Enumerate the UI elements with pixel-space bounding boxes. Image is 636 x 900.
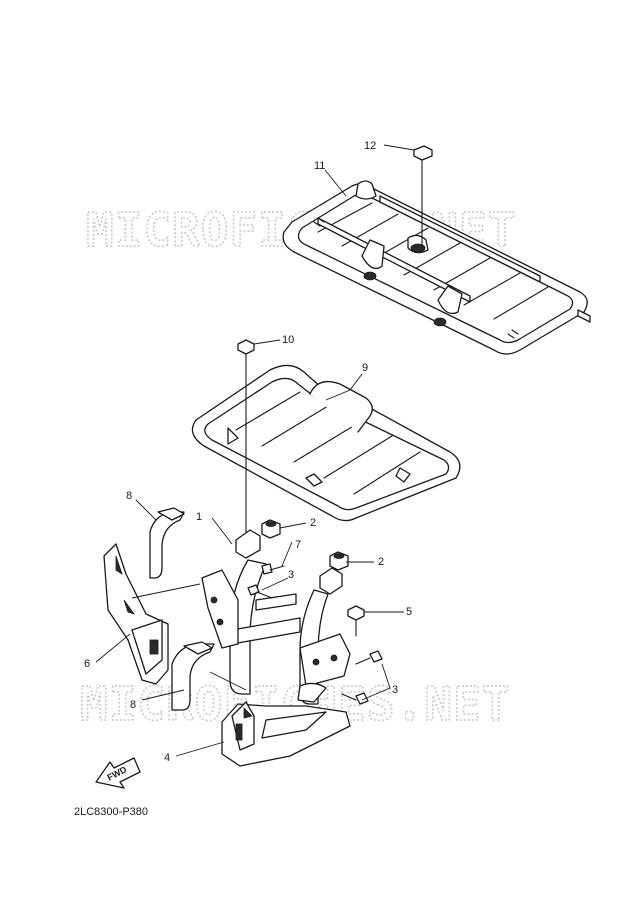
guard-4[interactable] xyxy=(221,682,351,767)
bolt-7[interactable] xyxy=(261,563,285,575)
guard-6[interactable] xyxy=(103,543,169,685)
callout-2-upper: 2 xyxy=(310,517,316,529)
bolt-3-right-b[interactable] xyxy=(341,692,369,705)
nut-2-upper[interactable] xyxy=(261,519,281,539)
callout-5: 5 xyxy=(406,606,412,618)
rear-carrier[interactable] xyxy=(282,180,591,355)
callout-12: 12 xyxy=(364,140,376,152)
fwd-arrow-icon: FWD xyxy=(95,757,141,789)
bracket-frame[interactable] xyxy=(201,529,351,705)
callout-9: 9 xyxy=(362,362,368,374)
callout-2-lower: 2 xyxy=(378,556,384,568)
leader-lines xyxy=(95,144,415,757)
bolt-3-upper[interactable] xyxy=(247,584,273,599)
callout-7: 7 xyxy=(295,539,301,551)
nut-2-lower[interactable] xyxy=(329,551,349,571)
bolt-3-right-a[interactable] xyxy=(355,650,383,665)
callout-4: 4 xyxy=(164,752,170,764)
callout-8-upper: 8 xyxy=(126,490,132,502)
bolt-12[interactable] xyxy=(413,145,433,249)
callout-3-upper: 3 xyxy=(288,569,294,581)
guard-8-upper[interactable] xyxy=(149,507,185,579)
callout-11: 11 xyxy=(314,160,325,172)
callout-3-lower: 3 xyxy=(392,684,398,696)
bolt-10[interactable] xyxy=(237,339,255,541)
bolt-5[interactable] xyxy=(347,605,365,637)
callout-6: 6 xyxy=(84,658,90,670)
front-carrier[interactable] xyxy=(191,364,461,522)
callout-labels: 11 12 10 9 8 1 2 7 2 3 5 6 3 8 4 xyxy=(84,140,412,764)
callout-8-lower: 8 xyxy=(130,699,136,711)
callout-10: 10 xyxy=(282,334,294,346)
callout-1: 1 xyxy=(196,511,202,523)
guard-8-lower[interactable] xyxy=(171,641,215,711)
diagram-code: 2LC8300-P380 xyxy=(74,806,148,818)
